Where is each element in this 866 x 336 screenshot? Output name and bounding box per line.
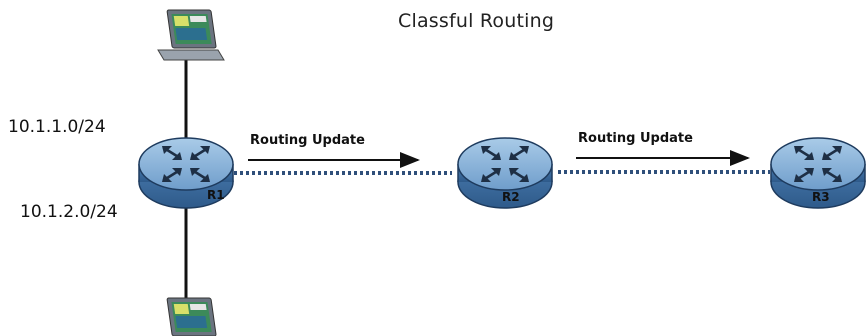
- router-label-r2: R2: [502, 190, 520, 204]
- router-label-r1: R1: [207, 188, 225, 202]
- laptop-icon-top: [157, 9, 225, 61]
- network-label-top: 10.1.1.0/24: [8, 117, 106, 137]
- diagram-title: Classful Routing: [398, 10, 555, 32]
- network-label-bottom: 10.1.2.0/24: [20, 202, 118, 222]
- laptop-icon-bottom: [157, 297, 225, 336]
- router-label-r3: R3: [812, 190, 830, 204]
- routing-update-label-2: Routing Update: [578, 131, 693, 146]
- routing-update-label-1: Routing Update: [250, 133, 365, 148]
